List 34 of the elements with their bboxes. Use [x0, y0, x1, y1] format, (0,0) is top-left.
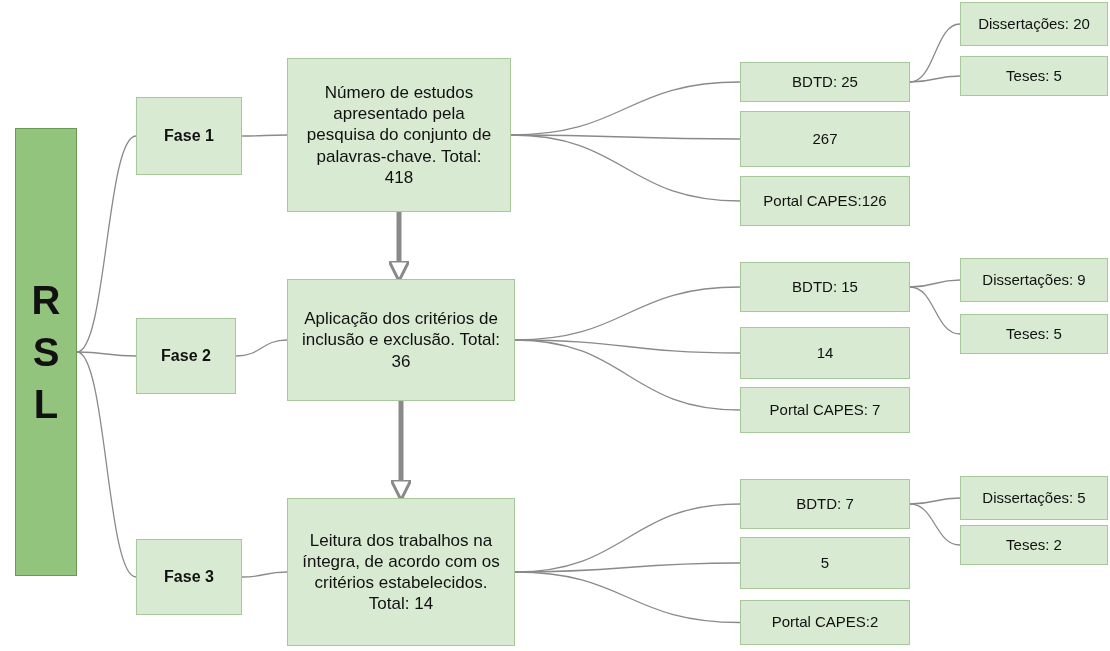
- source-count-box: BDTD: 15: [740, 262, 910, 312]
- source-count-box: 14: [740, 327, 910, 379]
- document-count-box: Teses: 5: [960, 314, 1108, 354]
- source-count-box: Portal CAPES: 7: [740, 387, 910, 433]
- connector-line: [241, 134, 288, 137]
- connector-line: [235, 339, 288, 357]
- step-box: Número de estudos apresentado pela pesquisa do conjunto de palavras-chave. Total: 418: [287, 58, 511, 212]
- source-count-box: BDTD: 25: [740, 62, 910, 102]
- connector-line: [909, 497, 961, 505]
- step-box: Leitura dos trabalhos na íntegra, de acordo com os critérios estabelecidos. Total: 14: [287, 498, 515, 646]
- document-count-box: Dissertações: 20: [960, 2, 1108, 46]
- source-count-box: Portal CAPES:126: [740, 176, 910, 226]
- document-count-box: Dissertações: 5: [960, 476, 1108, 520]
- source-count-box: BDTD: 7: [740, 479, 910, 529]
- connector-line: [76, 351, 137, 578]
- connector-line: [241, 571, 288, 578]
- connector-line: [909, 503, 961, 546]
- document-count-box: Dissertações: 9: [960, 258, 1108, 302]
- document-count-box: Teses: 2: [960, 525, 1108, 565]
- connector-line: [514, 339, 741, 411]
- phase-box: Fase 3: [136, 539, 242, 615]
- phase-box: Fase 1: [136, 97, 242, 175]
- source-count-box: Portal CAPES:2: [740, 600, 910, 645]
- source-count-box: 267: [740, 111, 910, 167]
- connector-line: [514, 571, 741, 624]
- source-count-box: 5: [740, 537, 910, 589]
- connector-line: [510, 134, 741, 202]
- review-label-box: R S L: [15, 128, 77, 576]
- document-count-box: Teses: 5: [960, 56, 1108, 96]
- step-box: Aplicação dos critérios de inclusão e exclusão. Total: 36: [287, 279, 515, 401]
- connector-line: [909, 279, 961, 288]
- connector-line: [909, 286, 961, 335]
- connector-line: [909, 75, 961, 83]
- phase-box: Fase 2: [136, 318, 236, 394]
